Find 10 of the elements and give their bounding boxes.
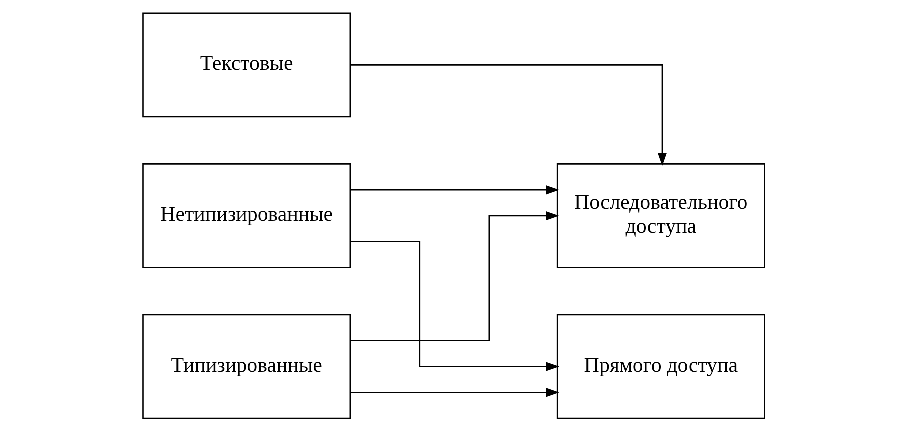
arrow (350, 241, 559, 372)
arrow (350, 64, 667, 166)
node-box: Последовательного доступа (556, 164, 765, 268)
arrow (350, 388, 559, 398)
node-box: Типизированные (142, 314, 351, 420)
arrow (350, 186, 559, 195)
node-box: Прямого доступа (556, 314, 765, 420)
arrow (350, 211, 559, 342)
node-box: Текстовые (142, 12, 351, 118)
node-box: Нетипизированные (142, 164, 351, 268)
